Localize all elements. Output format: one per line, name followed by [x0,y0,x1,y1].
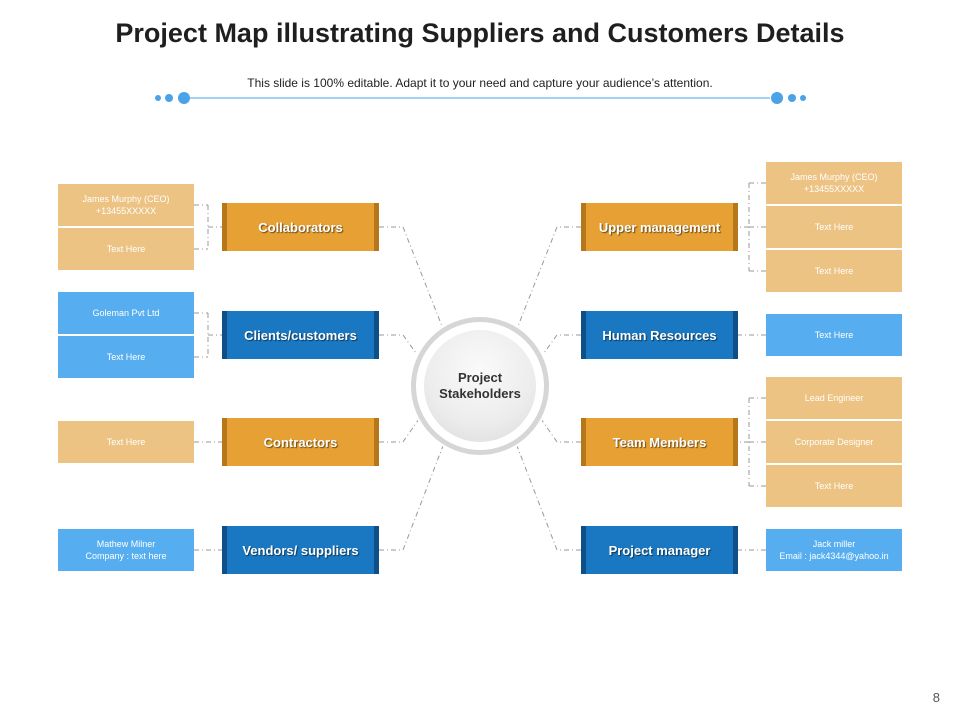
category-team-members: Team Members [581,418,738,466]
detail-card: Text Here [766,314,902,356]
category-upper-management: Upper management [581,203,738,251]
detail-card: Lead Engineer [766,377,902,419]
detail-card: Text Here [58,228,194,270]
page-number: 8 [932,690,940,705]
detail-card: Goleman Pvt Ltd [58,292,194,334]
detail-card: James Murphy (CEO)+13455XXXXX [766,162,902,204]
detail-card: Corporate Designer [766,421,902,463]
category-human-resources: Human Resources [581,311,738,359]
detail-card: Text Here [766,465,902,507]
category-clients-customers: Clients/customers [222,311,379,359]
subtitle-divider [155,92,806,104]
page-subtitle: This slide is 100% editable. Adapt it to… [247,76,713,90]
detail-card: Text Here [58,421,194,463]
category-project-manager: Project manager [581,526,738,574]
category-collaborators: Collaborators [222,203,379,251]
detail-card: James Murphy (CEO)+13455XXXXX [58,184,194,226]
category-contractors: Contractors [222,418,379,466]
page-title: Project Map illustrating Suppliers and C… [115,18,845,48]
detail-card: Text Here [766,250,902,292]
detail-card: Text Here [766,206,902,248]
category-vendors-suppliers: Vendors/ suppliers [222,526,379,574]
detail-card: Text Here [58,336,194,378]
